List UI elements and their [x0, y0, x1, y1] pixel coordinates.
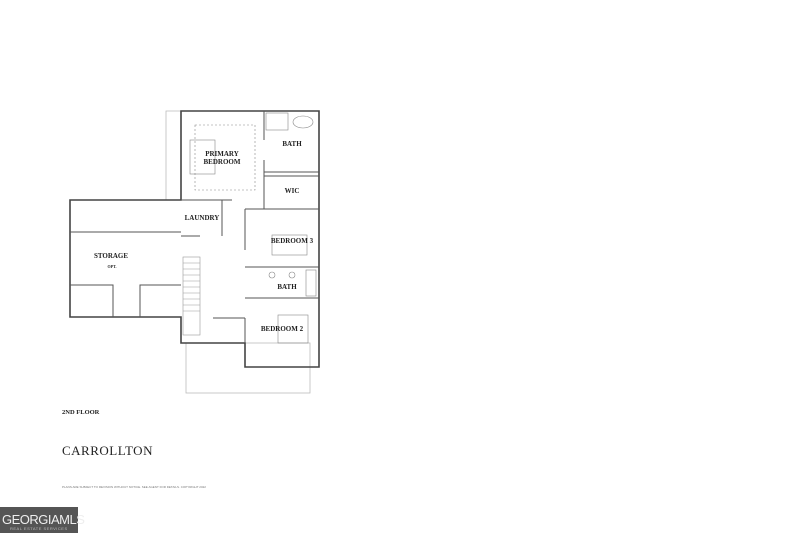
fine-print: PLANS ARE SUBJECT TO REVISION WITHOUT NO…	[62, 485, 206, 489]
room-label-primary-bedroom: PRIMARY BEDROOM	[203, 150, 241, 166]
floor-label: 2ND FLOOR	[62, 409, 100, 416]
room-label-hall-bath: BATH	[277, 283, 297, 291]
exterior-walls	[69, 110, 320, 368]
porch-outlines	[165, 110, 311, 394]
room-label-laundry: LAUNDRY	[184, 214, 220, 222]
logo-subtext: REAL ESTATE SERVICES	[10, 526, 68, 531]
interior-walls	[70, 111, 319, 343]
room-label-bedroom-3: BEDROOM 3	[270, 237, 314, 245]
room-label-storage: STORAGE	[93, 252, 129, 260]
room-label-bedroom-2: BEDROOM 2	[260, 325, 304, 333]
room-label-primary-bath: BATH	[282, 140, 302, 148]
room-label-wic: WIC	[284, 187, 300, 195]
stairs	[182, 256, 201, 336]
georgia-mls-logo: GEORGIAMLS REAL ESTATE SERVICES	[0, 507, 85, 533]
room-label-storage-opt: OPT.	[107, 264, 117, 269]
logo-text: GEORGIAMLS	[2, 512, 85, 527]
fixtures	[189, 112, 317, 344]
model-name: CARROLLTON	[62, 443, 153, 458]
